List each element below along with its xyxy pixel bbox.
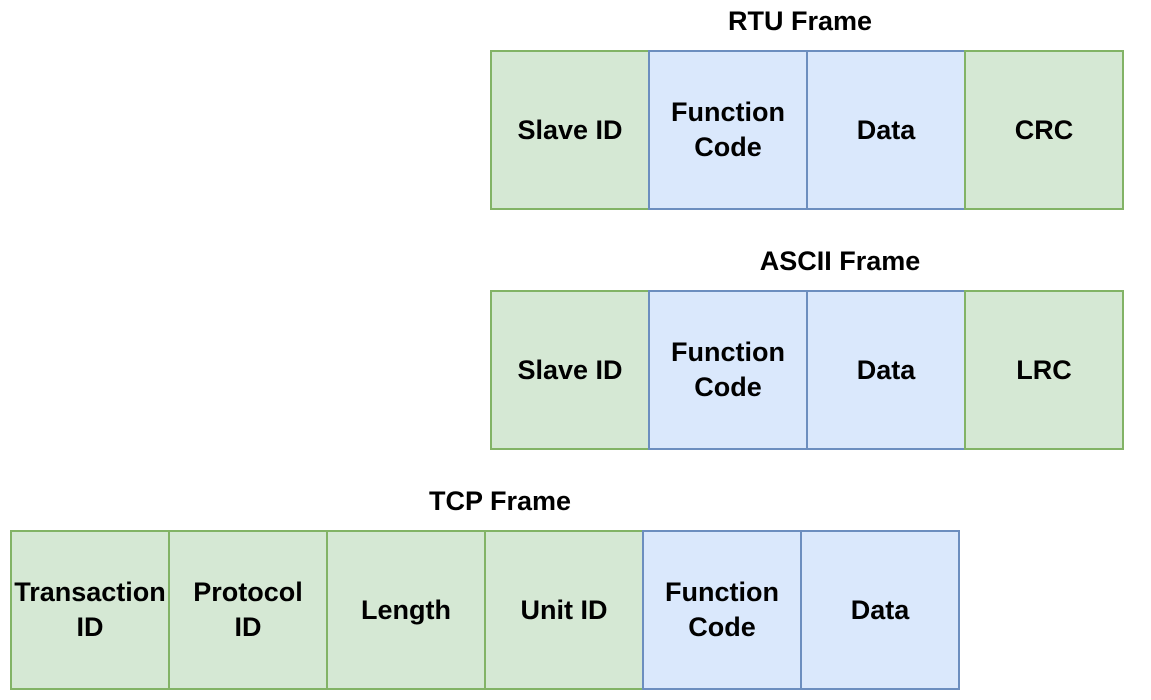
rtu-slave-id-field: Slave ID xyxy=(490,50,650,210)
field-label: Data xyxy=(850,594,910,625)
rtu-frame: Slave ID Function Code Data CRC xyxy=(490,50,1124,210)
ascii-function-code-field: Function Code xyxy=(648,290,808,450)
field-label: Data xyxy=(856,354,916,385)
field-label: Function Code xyxy=(671,337,785,402)
rtu-function-code-field: Function Code xyxy=(648,50,808,210)
field-label: Slave ID xyxy=(517,114,623,145)
field-label: Unit ID xyxy=(520,594,608,625)
rtu-frame-title: RTU Frame xyxy=(727,6,873,36)
field-label: Transaction ID xyxy=(14,577,166,642)
ascii-frame-title: ASCII Frame xyxy=(759,246,921,276)
tcp-unit-id-field: Unit ID xyxy=(484,530,644,690)
tcp-data-field: Data xyxy=(800,530,960,690)
tcp-frame: Transaction ID Protocol ID Length Unit I… xyxy=(10,530,960,690)
field-label: Function Code xyxy=(671,97,785,162)
field-label: Function Code xyxy=(665,577,779,642)
ascii-slave-id-field: Slave ID xyxy=(490,290,650,450)
ascii-data-field: Data xyxy=(806,290,966,450)
field-label: Data xyxy=(856,114,916,145)
tcp-protocol-id-field: Protocol ID xyxy=(168,530,328,690)
ascii-frame: Slave ID Function Code Data LRC xyxy=(490,290,1124,450)
tcp-frame-title: TCP Frame xyxy=(428,486,572,516)
field-label: Length xyxy=(361,594,451,625)
field-label: Protocol ID xyxy=(193,577,303,642)
tcp-length-field: Length xyxy=(326,530,486,690)
ascii-lrc-field: LRC xyxy=(964,290,1124,450)
field-label: CRC xyxy=(1014,114,1074,145)
rtu-data-field: Data xyxy=(806,50,966,210)
tcp-function-code-field: Function Code xyxy=(642,530,802,690)
rtu-crc-field: CRC xyxy=(964,50,1124,210)
tcp-transaction-id-field: Transaction ID xyxy=(10,530,170,690)
field-label: LRC xyxy=(1016,354,1072,385)
field-label: Slave ID xyxy=(517,354,623,385)
